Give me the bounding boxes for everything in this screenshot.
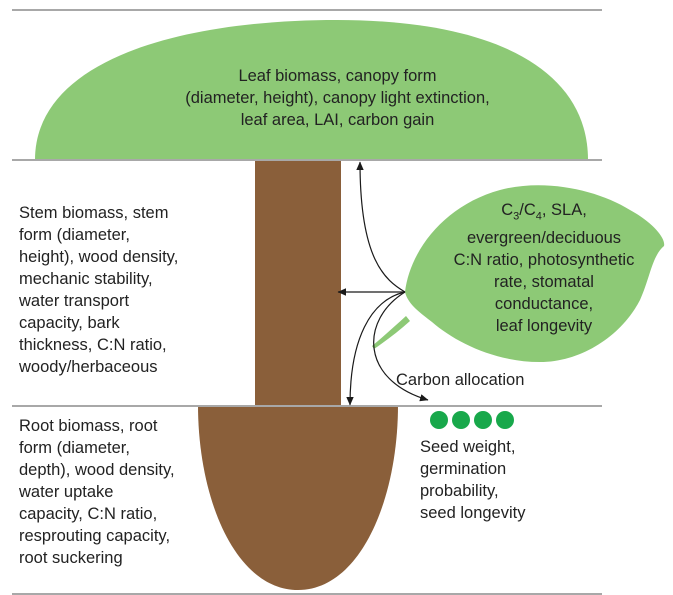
stem-line: water transport xyxy=(19,290,251,312)
seed-line: Seed weight, xyxy=(420,436,600,458)
root-line: Root biomass, root xyxy=(19,415,209,437)
seed-line: probability, xyxy=(420,480,600,502)
root-line: root suckering xyxy=(19,547,209,569)
stem-line: capacity, bark xyxy=(19,312,251,334)
stem-traits: Stem biomass, stem form (diameter, heigh… xyxy=(19,202,251,378)
allocation-arrow-canopy xyxy=(360,162,405,292)
seed-icon xyxy=(474,411,492,429)
stem-line: woody/herbaceous xyxy=(19,356,251,378)
stem-line: height), wood density, xyxy=(19,246,251,268)
canopy-line: (diameter, height), canopy light extinct… xyxy=(90,87,585,109)
seed-icon xyxy=(496,411,514,429)
stem-line: thickness, C:N ratio, xyxy=(19,334,251,356)
carbon-allocation-label: Carbon allocation xyxy=(396,369,524,391)
stem-line: Stem biomass, stem xyxy=(19,202,251,224)
root-line: water uptake xyxy=(19,481,209,503)
root-line: capacity, C:N ratio, xyxy=(19,503,209,525)
stem-line: form (diameter, xyxy=(19,224,251,246)
stem-shape xyxy=(255,160,341,410)
root-shape xyxy=(198,405,398,590)
root-line: depth), wood density, xyxy=(19,459,209,481)
stem-line: mechanic stability, xyxy=(19,268,251,290)
leaf-line: rate, stomatal xyxy=(424,271,664,293)
canopy-traits: Leaf biomass, canopy form (diameter, hei… xyxy=(90,65,585,131)
seed-icon xyxy=(430,411,448,429)
leaf-traits: C3/C4, SLA, evergreen/deciduous C:N rati… xyxy=(424,199,664,337)
leaf-line: evergreen/deciduous xyxy=(424,227,664,249)
canopy-line: leaf area, LAI, carbon gain xyxy=(90,109,585,131)
seed-line: germination xyxy=(420,458,600,480)
root-line: resprouting capacity, xyxy=(19,525,209,547)
seed-traits: Seed weight, germination probability, se… xyxy=(420,436,600,524)
leaf-line: C:N ratio, photosynthetic xyxy=(424,249,664,271)
root-line: form (diameter, xyxy=(19,437,209,459)
seed-line: seed longevity xyxy=(420,502,600,524)
seed-icon xyxy=(452,411,470,429)
leaf-line: leaf longevity xyxy=(424,315,664,337)
leaf-line: C3/C4, SLA, xyxy=(424,199,664,227)
root-traits: Root biomass, root form (diameter, depth… xyxy=(19,415,209,569)
leaf-stalk xyxy=(372,316,410,349)
leaf-line: conductance, xyxy=(424,293,664,315)
canopy-line: Leaf biomass, canopy form xyxy=(90,65,585,87)
